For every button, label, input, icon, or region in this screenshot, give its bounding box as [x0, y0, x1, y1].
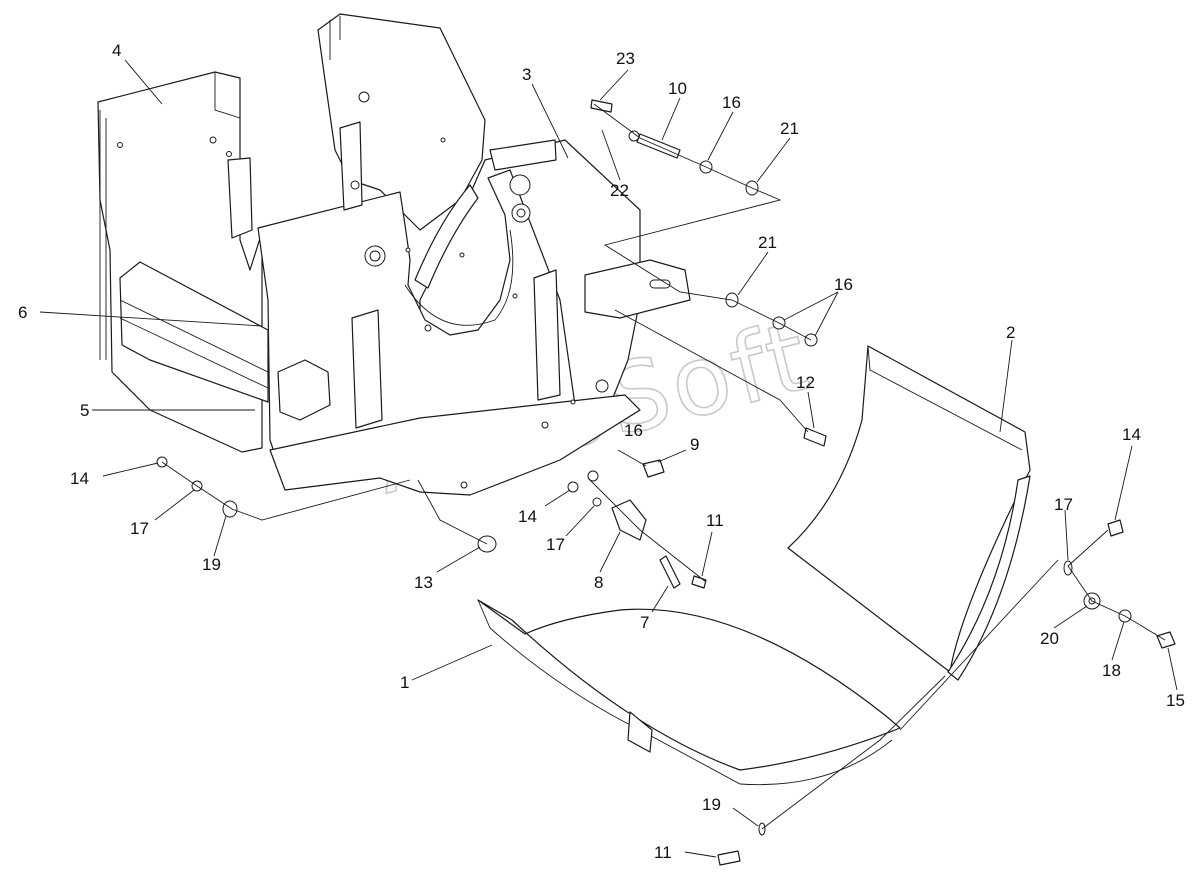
base-plate — [269, 394, 641, 496]
callout-20: 20 — [1040, 629, 1059, 648]
callout-10: 10 — [668, 79, 687, 98]
callout-1: 1 — [400, 673, 409, 692]
leader-lines — [39, 59, 1178, 858]
callout-7: 7 — [640, 613, 649, 632]
callout-12: 12 — [796, 373, 815, 392]
callout-14: 14 — [1122, 425, 1141, 444]
callout-8: 8 — [594, 573, 603, 592]
callout-11: 11 — [706, 511, 724, 530]
frame-holes — [117, 91, 576, 489]
curved-cover-lower — [477, 599, 901, 786]
callout-16: 16 — [624, 421, 643, 440]
callout-16: 16 — [722, 93, 741, 112]
callout-18: 18 — [1102, 661, 1121, 680]
callout-6: 6 — [18, 303, 27, 322]
callout-14: 14 — [70, 469, 89, 488]
assembly-lines — [161, 103, 1166, 830]
callout-23: 23 — [616, 49, 635, 68]
callout-15: 15 — [1166, 691, 1185, 710]
callout-16: 16 — [834, 275, 853, 294]
callout-17: 17 — [130, 519, 149, 538]
curved-cover-upper — [787, 345, 1031, 681]
left-side-panel — [97, 71, 263, 453]
callout-11: 11 — [654, 843, 672, 862]
callout-21: 21 — [780, 119, 799, 138]
callout-3: 3 — [522, 65, 531, 84]
callout-2: 2 — [1006, 323, 1015, 342]
callout-22: 22 — [610, 181, 629, 200]
callout-19: 19 — [702, 795, 721, 814]
callout-17: 17 — [546, 535, 565, 554]
callout-5: 5 — [80, 401, 89, 420]
frame-assembly — [97, 13, 691, 496]
callout-13: 13 — [414, 573, 433, 592]
mount-bracket — [584, 259, 691, 319]
bottom-rail — [119, 261, 269, 403]
callout-4: 4 — [112, 41, 121, 60]
callout-9: 9 — [690, 435, 699, 454]
callout-21: 21 — [758, 233, 777, 252]
callout-labels: 4 3 23 10 16 21 22 21 16 6 2 12 5 16 9 1… — [18, 41, 1185, 862]
callout-14: 14 — [518, 507, 537, 526]
callout-17: 17 — [1054, 495, 1073, 514]
callout-19: 19 — [202, 555, 221, 574]
